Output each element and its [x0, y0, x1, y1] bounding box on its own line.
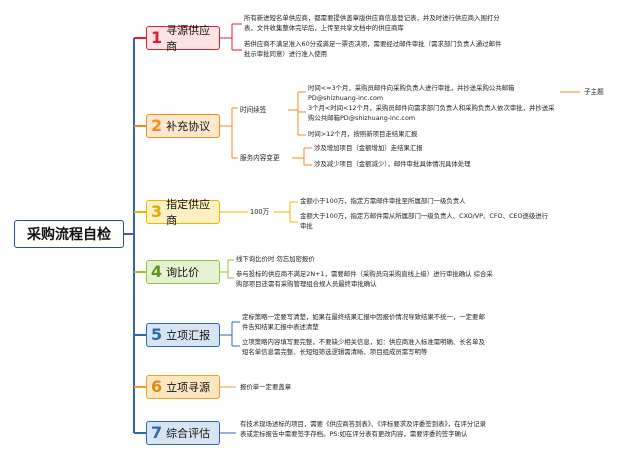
- section-label: 询比价: [166, 266, 200, 279]
- sub-topic-note: 子主题: [584, 88, 604, 96]
- sub-label-change: 服务内容变更: [240, 154, 280, 162]
- section-node-5: 5 立项汇报: [146, 323, 220, 347]
- section-node-1: 1 寻源供应商: [146, 24, 220, 53]
- leaf-text: 报价单一定要盖章: [240, 383, 292, 391]
- leaf-text: 有技术现场述标的项目，需要《供应商答到表》、《评标要求及评委签到表》，在评分记录…: [240, 420, 487, 438]
- leaf-text: 若供应商不满足准入60分或满足一票否决项，需要经过邮件审批（需求部门负责人通过邮…: [244, 40, 502, 58]
- sub-label-time: 时间续签: [240, 106, 267, 114]
- section-number: 6: [151, 377, 163, 396]
- leaf-text: 所有新进短名单供应商，都需要提供盖章版供应商信息登记表，并及时进行供应商入围打分…: [244, 14, 500, 32]
- root-node: 采购流程自检: [14, 220, 124, 248]
- leaf-text: 参与投标的供应商不满足2N+1，需要邮件（采购员向采购直线上级）进行审批确认 综…: [236, 270, 493, 288]
- leaf-text: 时间>12个月，按照新项目走结果汇报: [308, 130, 418, 138]
- sub-label-amount: 100万: [250, 208, 270, 216]
- section-number: 5: [151, 325, 163, 344]
- section-node-3: 3 指定供应商: [146, 198, 220, 227]
- leaf-text: 金额小于100万，指定方需邮件审批至所属部门一级负责人: [300, 197, 466, 205]
- section-number: 7: [151, 423, 163, 442]
- section-number: 3: [151, 202, 163, 221]
- section-label: 指定供应商: [166, 198, 211, 227]
- section-label: 立项寻源: [166, 381, 211, 394]
- leaf-text: 涉及增加项目（金额增加）走结果汇报: [314, 144, 423, 152]
- leaf-text: 涉及减少项目（金额减少），邮件审批具体情况具体处理: [314, 160, 471, 168]
- leaf-text: 3个月<时间<12个月，采购员邮件向需求部门负责人和采购负责人依次审批，并抄送采…: [308, 104, 555, 122]
- section-node-6: 6 立项寻源: [146, 375, 220, 399]
- section-label: 立项汇报: [166, 329, 211, 342]
- section-number: 2: [151, 116, 163, 135]
- section-node-4: 4 询比价: [146, 260, 220, 284]
- leaf-text: 立项策略内容填写要完整，不要缺少相关信息，如：供应商准入标准需明确、长名单及短名…: [242, 338, 485, 356]
- section-node-7: 7 综合评估: [146, 421, 220, 445]
- section-number: 4: [151, 262, 163, 281]
- section-label: 寻源供应商: [166, 24, 211, 53]
- section-label: 补充协议: [166, 120, 211, 133]
- leaf-text: 线下询比价时 勿忘加密报价: [236, 255, 315, 263]
- leaf-text: 金额大于100万，指定方邮件需从所属部门一级负责人、CXO/VP、CFO、CEO…: [300, 212, 549, 230]
- section-number: 1: [151, 28, 163, 47]
- section-label: 综合评估: [166, 427, 211, 440]
- section-node-2: 2 补充协议: [146, 114, 220, 138]
- leaf-text: 时间<=3个月，采购员邮件向采购负责人进行审批，并抄送采购公共邮箱PD@shiz…: [308, 84, 515, 102]
- leaf-text: 定标策略一定要写清楚，如果在最终结果汇报中因报价情况导致结果不统一，一定要邮件告…: [242, 313, 485, 331]
